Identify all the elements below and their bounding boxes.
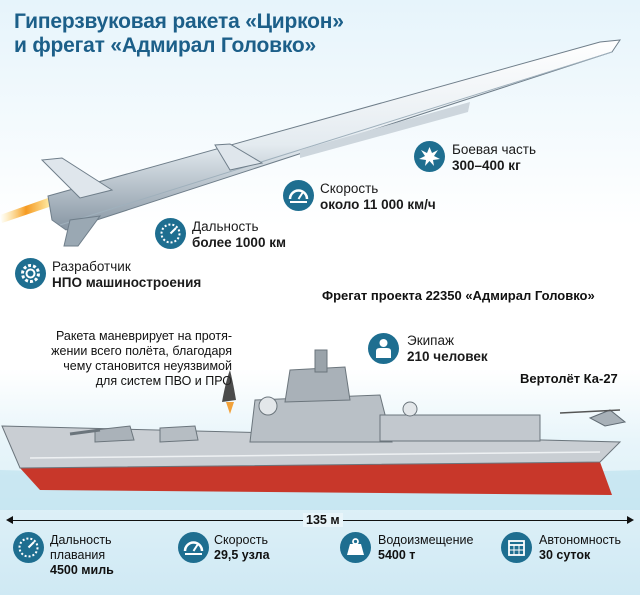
spec-crew-label: Экипаж bbox=[407, 333, 454, 348]
spec-ship-speed: Скорость 29,5 узла bbox=[214, 533, 270, 563]
range-dial-icon bbox=[13, 532, 44, 563]
gear-icon bbox=[15, 258, 46, 289]
arrow-right-icon bbox=[627, 516, 634, 524]
arrow-left-icon bbox=[6, 516, 13, 524]
spec-autonomy: Автономность 30 суток bbox=[539, 533, 621, 563]
spec-developer-value: НПО машиностроения bbox=[52, 275, 202, 290]
spec-speed-label: Скорость bbox=[320, 181, 379, 196]
spec-ship-speed-value: 29,5 узла bbox=[214, 548, 270, 562]
range-dial-icon bbox=[155, 218, 186, 249]
spec-cruise-range-value: 4500 миль bbox=[50, 563, 114, 577]
spec-displacement: Водоизмещение 5400 т bbox=[378, 533, 473, 563]
spec-cruise-range-label-2: плавания bbox=[50, 548, 106, 562]
spec-crew-value: 210 человек bbox=[407, 349, 488, 364]
speedometer-icon bbox=[283, 180, 314, 211]
spec-range-value: более 1000 км bbox=[192, 235, 286, 250]
spec-speed-value: около 11 000 км/ч bbox=[320, 197, 436, 212]
spec-range-label: Дальность bbox=[192, 219, 259, 234]
spec-warhead-value: 300–400 кг bbox=[452, 158, 521, 173]
spec-cruise-range: Дальность плавания 4500 миль bbox=[50, 533, 114, 578]
spec-cruise-range-label-1: Дальность bbox=[50, 533, 112, 547]
spec-warhead-label: Боевая часть bbox=[452, 142, 536, 157]
calendar-icon bbox=[501, 532, 532, 563]
spec-displacement-label: Водоизмещение bbox=[378, 533, 474, 547]
spec-developer-label: Разработчик bbox=[52, 259, 131, 274]
note-line-2: жении всего полёта, благодаря bbox=[51, 344, 232, 358]
note-line-1: Ракета маневрирует на протя- bbox=[55, 329, 232, 343]
spec-autonomy-value: 30 суток bbox=[539, 548, 591, 562]
title-line-1: Гиперзвуковая ракета «Циркон» bbox=[14, 10, 344, 33]
explosion-icon bbox=[414, 141, 445, 172]
spec-range: Дальность более 1000 км bbox=[192, 219, 286, 251]
frigate-title: Фрегат проекта 22350 «Адмирал Головко» bbox=[322, 288, 595, 303]
maneuver-note: Ракета маневрирует на протя- жении всего… bbox=[8, 329, 232, 389]
spec-ship-speed-label: Скорость bbox=[214, 533, 268, 547]
speedometer-icon bbox=[178, 532, 209, 563]
frigate-illustration bbox=[0, 349, 640, 510]
length-label: 135 м bbox=[303, 513, 343, 527]
spec-speed: Скорость около 11 000 км/ч bbox=[320, 181, 436, 213]
note-line-4: для систем ПВО и ПРО bbox=[95, 374, 232, 388]
helicopter-label: Вертолёт Ка-27 bbox=[520, 371, 618, 386]
missile-illustration bbox=[0, 39, 622, 247]
spec-crew: Экипаж 210 человек bbox=[407, 333, 488, 365]
spec-developer: Разработчик НПО машиностроения bbox=[52, 259, 201, 291]
title-line-2: и фрегат «Адмирал Головко» bbox=[14, 34, 316, 57]
note-line-3: чему становится неуязвимой bbox=[63, 359, 232, 373]
spec-autonomy-label: Автономность bbox=[539, 533, 622, 547]
spec-warhead: Боевая часть 300–400 кг bbox=[452, 142, 536, 174]
person-icon bbox=[368, 333, 399, 364]
page-title: Гиперзвуковая ракета «Циркон» и фрегат «… bbox=[14, 10, 344, 58]
weight-icon bbox=[340, 532, 371, 563]
spec-displacement-value: 5400 т bbox=[378, 548, 416, 562]
